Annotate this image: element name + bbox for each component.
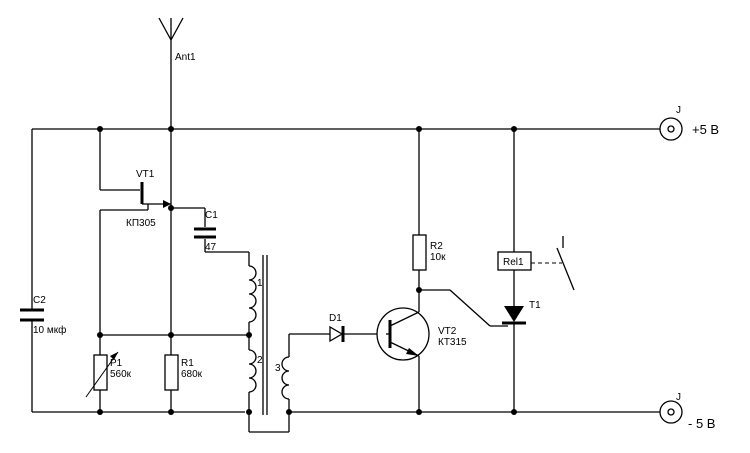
c1-value-label: 47 <box>205 242 217 253</box>
vt1-label: VT1 <box>136 169 155 180</box>
r1-value-label: 680к <box>181 369 203 380</box>
thyristor-t1: T1 <box>502 300 541 412</box>
relay-rel1: Rel1 <box>497 129 575 306</box>
vt2-label: VT2 <box>438 326 457 337</box>
coil-1-label: 1 <box>257 278 263 289</box>
transformer: 1 2 3 <box>248 252 290 433</box>
diode-d1: D1 <box>289 313 386 343</box>
plus-5v-label: +5 В <box>692 122 719 137</box>
junction-dots <box>97 126 517 415</box>
transistor-vt2: VT2 КТ315 <box>376 290 467 412</box>
d1-label: D1 <box>329 313 342 324</box>
c2-label: C2 <box>33 295 46 306</box>
capacitor-c1: C1 47 <box>171 207 249 253</box>
jack-bottom-label: J <box>676 392 681 403</box>
resistor-r2: R2 10к <box>412 129 446 290</box>
p1-label: P1 <box>110 358 123 369</box>
vt1-type-label: КП305 <box>126 218 156 229</box>
r2-value-label: 10к <box>430 252 446 263</box>
coil-3-label: 3 <box>275 363 281 374</box>
capacitor-c2: C2 10 мкф <box>20 295 66 336</box>
coil-2-label: 2 <box>257 355 263 366</box>
p1-value-label: 560к <box>110 369 132 380</box>
c1-label: C1 <box>205 210 218 221</box>
potentiometer-p1: P1 560к <box>85 335 132 412</box>
t1-label: T1 <box>529 300 541 311</box>
resistor-r1: R1 680к <box>164 208 203 412</box>
vt2-type-label: КТ315 <box>438 337 467 348</box>
transistor-vt1: VT1 КП305 <box>99 129 171 229</box>
rel1-label: Rel1 <box>503 257 524 268</box>
antenna-label: Ant1 <box>175 52 196 63</box>
jack-top-label: J <box>676 105 681 116</box>
antenna: Ant1 <box>158 17 196 208</box>
c2-value-label: 10 мкф <box>33 324 66 336</box>
jack-plus: J +5 В <box>659 105 719 141</box>
r2-label: R2 <box>430 241 443 252</box>
r1-label: R1 <box>181 358 194 369</box>
jack-minus: J - 5 В <box>659 392 715 431</box>
minus-5v-label: - 5 В <box>688 416 715 431</box>
